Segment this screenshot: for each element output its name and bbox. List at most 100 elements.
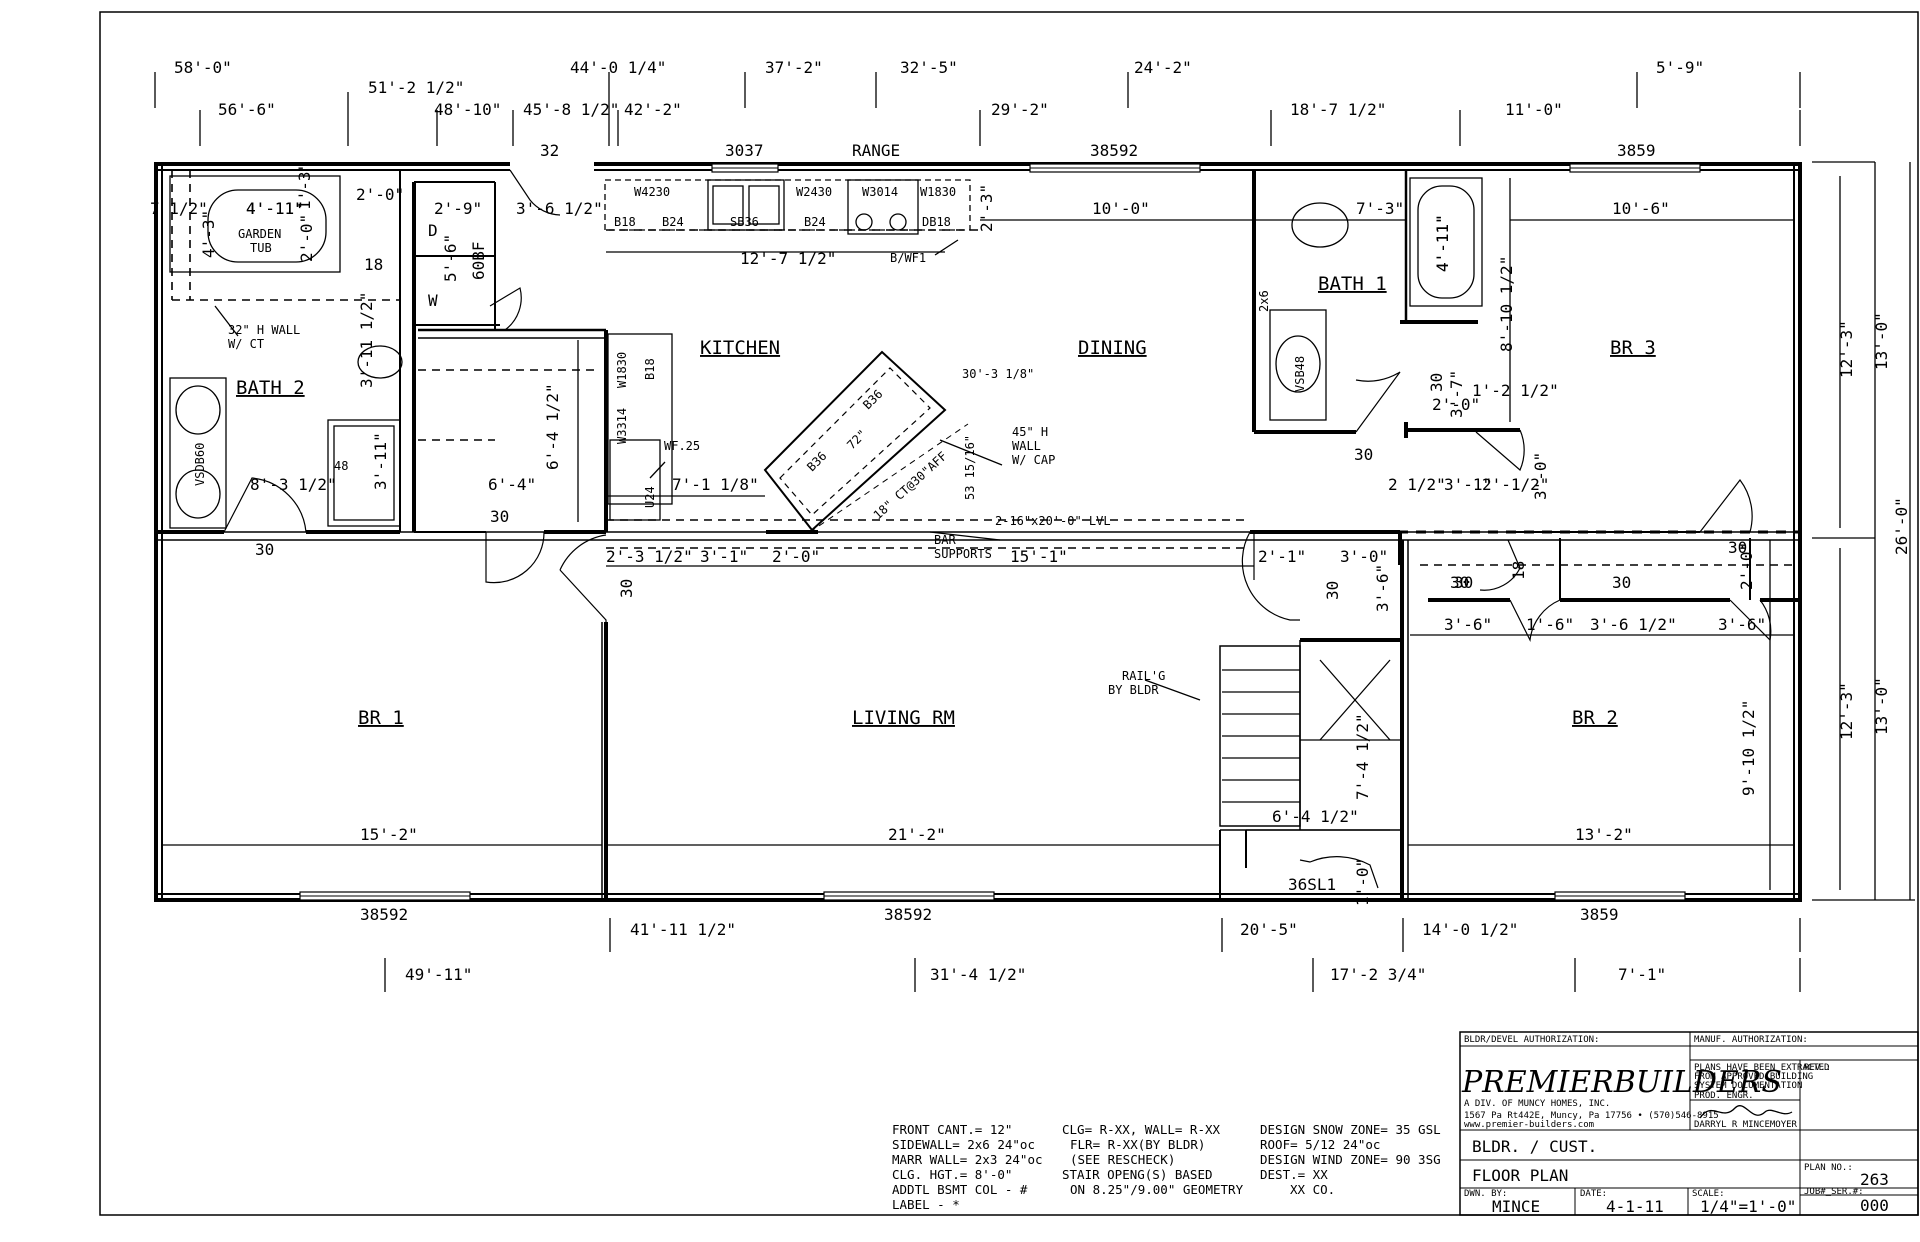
- label-garden-tub: GARDEN: [238, 227, 281, 241]
- idim-44: 18: [1509, 561, 1528, 580]
- dim-right-13-0-top: 13'-0": [1872, 312, 1891, 370]
- tb-rev: REV.:: [1804, 1063, 1831, 1073]
- note-c1-3: CLG. HGT.= 8'-0": [892, 1167, 1012, 1182]
- idim-10: 5'-6": [441, 234, 460, 282]
- idim-57: 21'-2": [888, 825, 946, 844]
- idim-17: 3'-11 1/2": [357, 292, 376, 388]
- idim-37: 2'-3 1/2": [606, 547, 693, 566]
- window-3037: 3037: [725, 141, 764, 160]
- bath1-fixtures: [1269, 177, 1483, 421]
- label-rail-2: BY BLDR: [1108, 683, 1159, 697]
- label-bwf1: B/WF1: [890, 251, 926, 265]
- tb-engineer: DARRYL R MINCEMOYER: [1694, 1120, 1798, 1130]
- label-60bf: 60BF: [469, 241, 488, 280]
- cab-b24-2: B24: [804, 215, 826, 229]
- cab-b18: B18: [614, 215, 636, 229]
- tb-plans-note-3: SYSTEM DOCUMENTATION: [1694, 1081, 1802, 1091]
- idim-19: 30'-3 1/8": [962, 367, 1034, 381]
- idim-63: 30: [1454, 573, 1473, 592]
- kitchen-fixtures: [604, 179, 971, 521]
- dim-11-0: 11'-0": [1505, 100, 1563, 119]
- dim-right-12-3-top: 12'-3": [1837, 320, 1856, 378]
- label-wall-ct: 32" H WALL: [228, 323, 300, 337]
- label-w: W: [428, 291, 438, 310]
- idim-36: 30: [1354, 445, 1373, 464]
- bath2-fixtures: [169, 175, 403, 529]
- dim-42-2: 42'-2": [624, 100, 682, 119]
- room-kitchen: KITCHEN: [700, 337, 780, 359]
- room-bath1: BATH 1: [1318, 273, 1387, 295]
- room-labels: KITCHEN DINING BATH 1 BATH 2 BR 3 BR 1 L…: [236, 273, 1656, 729]
- idim-3: 1'-3": [295, 162, 314, 210]
- window-range: RANGE: [852, 141, 900, 160]
- note-c2-0: CLG= R-XX, WALL= R-XX: [1062, 1122, 1221, 1137]
- dim-44-0-1-4: 44'-0 1/4": [570, 58, 666, 77]
- idim-12: 12'-7 1/2": [740, 249, 836, 268]
- idim-47: 30: [1612, 573, 1631, 592]
- idim-43: 30: [1323, 581, 1342, 600]
- window-38592-br1: 38592: [360, 905, 408, 924]
- idim-26: 6'-4": [488, 475, 536, 494]
- dim-31-4-1-2: 31'-4 1/2": [930, 965, 1026, 984]
- dim-20-5: 20'-5": [1240, 920, 1298, 939]
- idim-20: 3'-7": [1447, 370, 1466, 418]
- idim-9: 18: [364, 255, 383, 274]
- dim-41-11-1-2: 41'-11 1/2": [630, 920, 736, 939]
- tb-bldr-auth: BLDR/DEVEL AUTHORIZATION:: [1464, 1035, 1599, 1045]
- tb-scale-label: SCALE:: [1692, 1189, 1725, 1199]
- idim-8: 2'-0": [297, 214, 316, 262]
- label-bar-supports: BAR: [934, 533, 956, 547]
- tb-date-label: DATE:: [1580, 1189, 1607, 1199]
- tb-customer: BLDR. / CUST.: [1472, 1137, 1597, 1156]
- window-38592-living: 38592: [884, 905, 932, 924]
- cabinet-labels: W4230 B18 B24 SB36 W2430 B24 W3014 W1830…: [193, 185, 1307, 508]
- dim-right-12-3-bottom: 12'-3": [1837, 682, 1856, 740]
- idim-42: 3'-0": [1340, 547, 1388, 566]
- dim-58-0: 58'-0": [174, 58, 232, 77]
- idim-55: 9'-10 1/2": [1739, 700, 1758, 796]
- label-tub-dim: 4'-11": [246, 199, 304, 218]
- cab-w1830-2: W1830: [615, 352, 629, 388]
- cab-vsdb60: VSDB60: [193, 443, 207, 486]
- cab-u24: U24: [643, 486, 657, 508]
- cab-sb36: SB36: [730, 215, 759, 229]
- idim-28: 7'-1 1/8": [672, 475, 759, 494]
- sheet-border: [99, 11, 1919, 1216]
- dim-5-9: 5'-9": [1656, 58, 1704, 77]
- idim-34: 2'-1/2": [1482, 475, 1549, 494]
- cab-b36-2: B36: [860, 387, 885, 412]
- note-c3-3: DEST.= XX: [1260, 1167, 1328, 1182]
- cab-w2430: W2430: [796, 185, 832, 199]
- interior-dim-lines: [162, 178, 1794, 890]
- idim-21: 1'-2 1/2": [1472, 381, 1559, 400]
- bar-peninsula: [763, 350, 969, 533]
- tb-job: 000: [1860, 1196, 1889, 1215]
- idim-31: 30: [255, 540, 274, 559]
- idim-16: 8'-10 1/2": [1497, 256, 1516, 352]
- label-rail: RAIL'G: [1122, 669, 1165, 683]
- title-block: BLDR/DEVEL AUTHORIZATION: MANUF. AUTHORI…: [1459, 1031, 1919, 1216]
- tb-plan-no: 263: [1860, 1170, 1889, 1189]
- label-d: D: [428, 221, 438, 240]
- cab-vsb48: VSB48: [1293, 356, 1307, 392]
- dim-29-2: 29'-2": [991, 100, 1049, 119]
- tb-web: www.premier-builders.com: [1464, 1120, 1594, 1130]
- label-cap-wall-3: W/ CAP: [1012, 453, 1055, 467]
- idim-5: 2'-9": [434, 199, 482, 218]
- cab-w1830: W1830: [920, 185, 956, 199]
- dim-right-26-0: 26'-0": [1892, 497, 1911, 555]
- tb-dwn-by: MINCE: [1492, 1197, 1540, 1216]
- dim-48-10: 48'-10": [434, 100, 501, 119]
- idim-53: 30: [1728, 538, 1747, 557]
- engineer-signature: [1699, 1105, 1793, 1119]
- tb-scale: 1/4"=1'-0": [1700, 1197, 1796, 1216]
- dim-17-2-3-4: 17'-2 3/4": [1330, 965, 1426, 984]
- note-c3-0: DESIGN SNOW ZONE= 35 GSL: [1260, 1122, 1441, 1137]
- idim-46: 2'-0": [1737, 542, 1756, 590]
- idim-39: 2'-0": [772, 547, 820, 566]
- tb-drawing: FLOOR PLAN: [1472, 1166, 1568, 1185]
- idim-54: 7'-4 1/2": [1353, 713, 1372, 800]
- cab-w3014: W3014: [862, 185, 898, 199]
- idim-49: 3'-6": [1444, 615, 1492, 634]
